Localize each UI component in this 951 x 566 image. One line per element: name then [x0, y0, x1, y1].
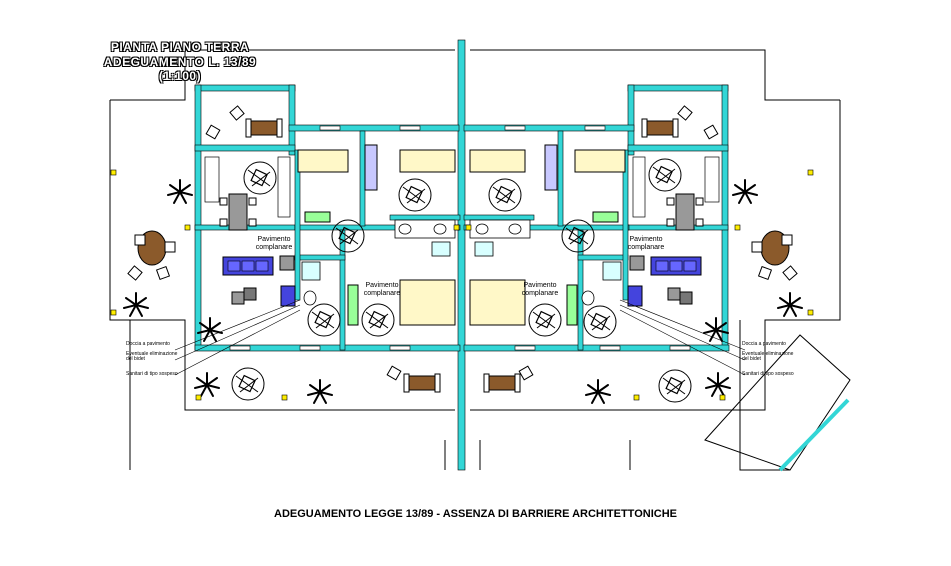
- right-unit-walls: [463, 84, 730, 352]
- label-floor-left: Pavimento complanare: [255, 236, 293, 251]
- note-bidet-left: Eventuale eliminazione del bidet: [126, 351, 178, 362]
- central-wall: [457, 39, 466, 471]
- site-outline: [109, 49, 851, 472]
- note-shower-left: Doccia a pavimento: [126, 341, 170, 347]
- plan-title-scale: (1:100): [158, 69, 202, 83]
- note-bidet-right: Eventuale eliminazione del bidet: [742, 351, 794, 362]
- note-fixtures-left: Sanitari di tipo sospeso: [126, 371, 178, 377]
- plan-caption: ADEGUAMENTO LEGGE 13/89 - ASSENZA DI BAR…: [274, 508, 677, 520]
- label-floor-center-right: Pavimento complanare: [521, 282, 559, 297]
- plan-title-line2: ADEGUAMENTO L. 13/89: [103, 55, 257, 69]
- note-shower-right: Doccia a pavimento: [742, 341, 786, 347]
- plan-title-line1: PIANTA PIANO TERRA: [110, 40, 250, 54]
- note-fixtures-right: Sanitari di tipo sospeso: [742, 371, 794, 377]
- label-floor-center-left: Pavimento complanare: [363, 282, 401, 297]
- label-floor-right: Pavimento complanare: [627, 236, 665, 251]
